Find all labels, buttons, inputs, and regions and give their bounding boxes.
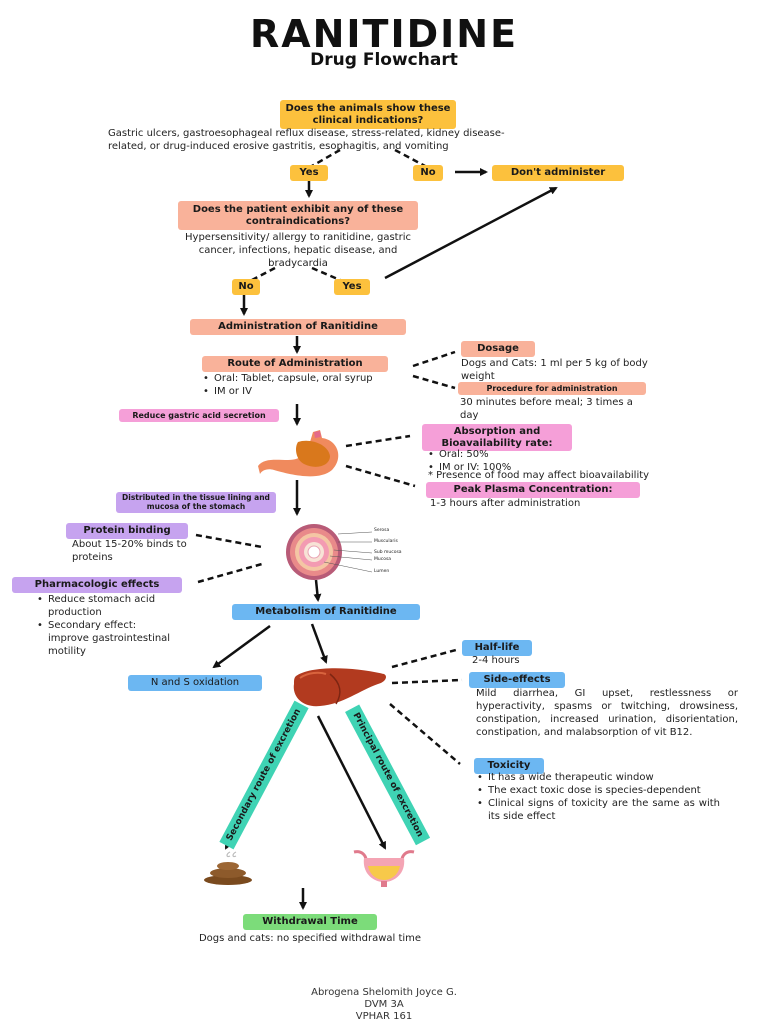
administration-label: Administration of Ranitidine [190, 319, 406, 335]
withdrawal-text: Dogs and cats: no specified withdrawal t… [198, 933, 422, 944]
layer-label: Serosa [374, 528, 390, 533]
bladder-icon [353, 850, 415, 887]
dosage-label: Dosage [461, 341, 535, 357]
procedure-label: Procedure for administration [458, 382, 646, 396]
pharmacologic-item: Reduce stomach acid production [34, 593, 174, 619]
toxicity-item: Clinical signs of toxicity are the same … [474, 797, 720, 823]
author-name: Abrogena Shelomith Joyce G. [311, 987, 457, 998]
connector-contra-yes [311, 266, 341, 282]
author-program: DVM 3A [364, 999, 404, 1010]
layer-label: Mucosa [374, 557, 392, 562]
layer-label: Lumen [374, 569, 390, 574]
route-item: IM or IV [200, 385, 390, 398]
page-subtitle: Drug Flowchart [310, 50, 458, 70]
layer-label: Muscularis [374, 539, 398, 544]
connector-route-procedure [412, 374, 456, 390]
arrow-to-oxidation [212, 624, 271, 669]
page-title: RANITIDINE [249, 12, 519, 56]
connector-contra-no [251, 266, 276, 282]
contraindications-question: Does the patient exhibit any of these co… [178, 201, 418, 230]
pharmacologic-label: Pharmacologic effects [12, 577, 182, 593]
arrow-to-liver [310, 623, 328, 664]
toxicity-item: It has a wide therapeutic window [474, 771, 720, 784]
contraindications-no: No [232, 279, 260, 295]
route-label: Route of Administration [202, 356, 388, 372]
connector-liver-toxicity [389, 703, 461, 765]
halflife-text: 2-4 hours [472, 655, 520, 666]
toxicity-list: It has a wide therapeutic window The exa… [474, 771, 720, 823]
dont-administer-label: Don't administer [492, 165, 624, 181]
layer-label: Sub mucosa [374, 550, 402, 555]
absorption-item: Oral: 50% [425, 448, 625, 461]
feces-icon [204, 851, 252, 885]
distribution-label: Distributed in the tissue lining and muc… [116, 492, 276, 514]
withdrawal-label: Withdrawal Time [243, 914, 377, 930]
connector-liver-halflife [391, 648, 457, 669]
absorption-item: IM or IV: 100% [425, 461, 625, 474]
stomach-illustration [258, 430, 339, 477]
sideeffects-text: Mild diarrhea, GI upset, restlessness or… [476, 688, 738, 738]
liver-illustration [293, 668, 386, 707]
stomach-layers-illustration [286, 524, 373, 580]
connector-stomach-peak [345, 464, 416, 488]
arrow-principal-excretion [316, 715, 387, 850]
dosage-text: Dogs and Cats: 1 ml per 5 kg of body wei… [461, 358, 648, 382]
connector-stomach-absorption [345, 434, 411, 448]
absorption-label: Absorption and Bioavailability rate: [422, 424, 572, 451]
absorption-list: Oral: 50% IM or IV: 100% [425, 448, 625, 474]
connector-indication-yes [311, 148, 341, 168]
connector-layers-pharmacologic [197, 562, 263, 584]
procedure-text: 30 minutes before meal; 3 times a day [460, 397, 633, 421]
peak-plasma-text: 1-3 hours after administration [430, 498, 581, 509]
connector-indication-no [394, 148, 426, 168]
pharmacologic-list: Reduce stomach acid production Secondary… [34, 593, 174, 658]
author-course: VPHAR 161 [355, 1011, 413, 1022]
arrow-yes-to-dont-administer [384, 186, 558, 280]
pharmacologic-item: Secondary effect: improve gastrointestin… [34, 619, 174, 658]
contraindications-yes: Yes [334, 279, 370, 295]
indications-question: Does the animals show these clinical ind… [280, 100, 456, 129]
connector-route-dosage [412, 350, 456, 368]
route-list: Oral: Tablet, capsule, oral syrup IM or … [200, 372, 390, 398]
arrow-to-metabolism [313, 579, 322, 602]
halflife-label: Half-life [462, 640, 532, 656]
indications-no: No [413, 165, 443, 181]
toxicity-label: Toxicity [474, 758, 544, 774]
route-item: Oral: Tablet, capsule, oral syrup [200, 372, 390, 385]
protein-binding-label: Protein binding [66, 523, 188, 539]
metabolism-label: Metabolism of Ranitidine [232, 604, 420, 620]
indications-yes: Yes [290, 165, 328, 181]
absorption-note: * Presence of food may affect bioavailab… [428, 470, 650, 481]
contraindications-text: Hypersensitivity/ allergy to ranitidine,… [185, 232, 411, 269]
indications-text: Gastric ulcers, gastroesophageal reflux … [108, 128, 505, 152]
sideeffects-label: Side-effects [469, 672, 565, 688]
peak-plasma-label: Peak Plasma Concentration: [426, 482, 640, 498]
connector-liver-sideeffects [391, 678, 463, 685]
gastric-acid-label: Reduce gastric acid secretion [119, 409, 279, 423]
protein-binding-text: About 15-20% binds to proteins [72, 539, 187, 563]
toxicity-item: The exact toxic dose is species-dependen… [474, 784, 720, 797]
oxidation-label: N and S oxidation [128, 675, 262, 691]
connector-layers-protein [195, 533, 263, 549]
